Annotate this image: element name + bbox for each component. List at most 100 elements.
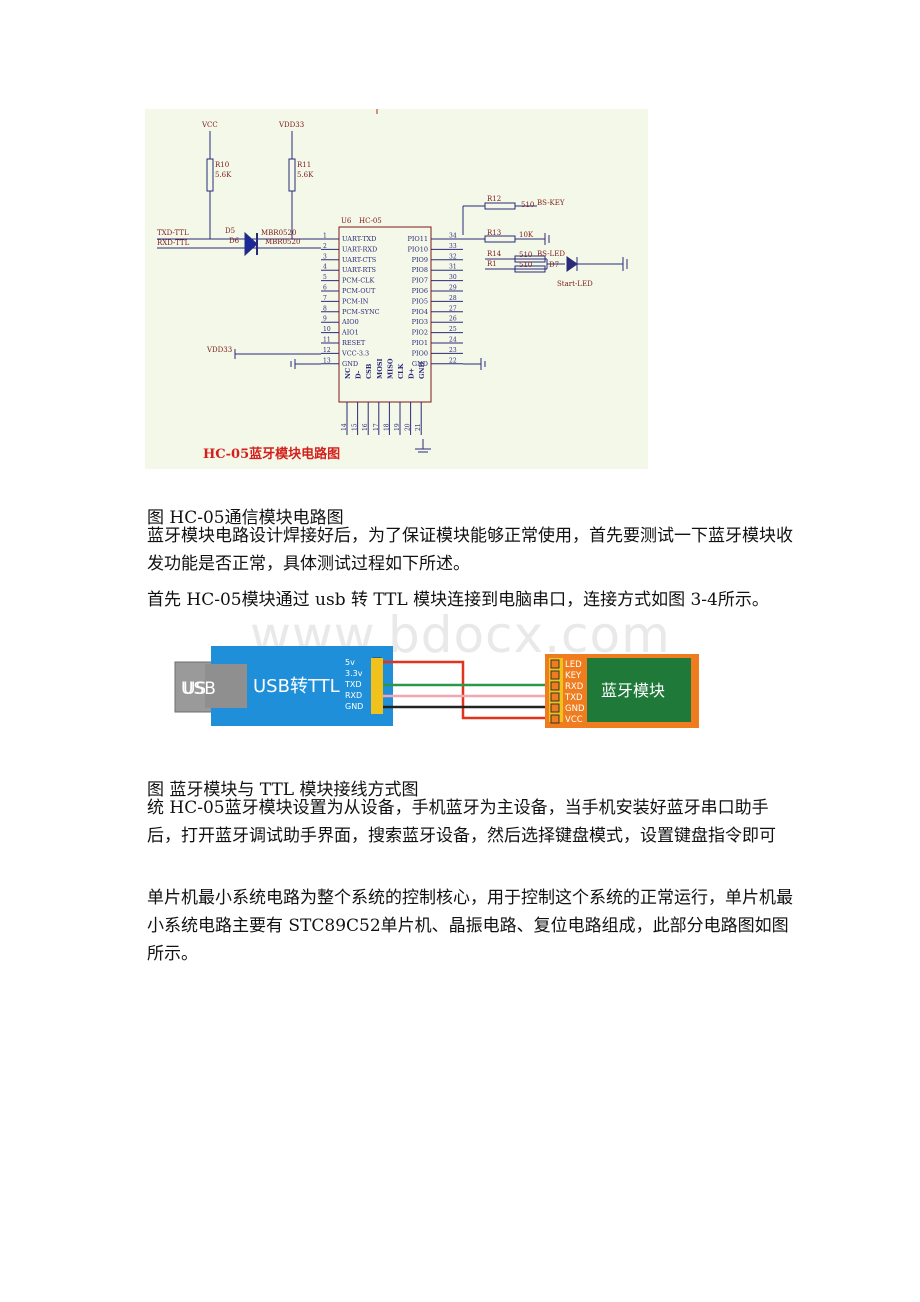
right-pin-number: 22: [449, 357, 457, 364]
bottom-pin-name: MOSI: [376, 358, 384, 379]
left-pin-name: UART-CTS: [342, 256, 376, 264]
right-pin-name: PIO7: [412, 277, 428, 285]
left-pin-number: 11: [323, 337, 331, 344]
bottom-pin-name: NC: [344, 368, 352, 379]
paragraph-4: 单片机最小系统电路为整个系统的控制核心，用于控制这个系统的正常运行，单片机最小系…: [147, 888, 793, 964]
left-pin-name: UART-TXD: [342, 235, 376, 243]
usb-plug-text: USB: [181, 679, 216, 699]
left-pin-number: 13: [323, 357, 331, 364]
r11-value: 5.6K: [297, 171, 314, 179]
bt-pin-pad: [550, 692, 560, 702]
left-pin-name: PCM-CLK: [342, 277, 374, 285]
txd-ttl-net: TXD-TTL: [157, 229, 189, 237]
vdd33-left-net: VDD33: [206, 346, 232, 354]
paragraph-3: 统 HC-05蓝牙模块设置为从设备，手机蓝牙为主设备，当手机安装好蓝牙串口助手后…: [147, 798, 776, 846]
bs-key-net: BS-KEY: [537, 199, 565, 207]
right-pin-name: PIO2: [412, 329, 428, 337]
right-pin-number: 24: [449, 337, 457, 344]
right-pin-name: GND: [412, 360, 428, 368]
bt-pin-pad: [550, 714, 560, 724]
rxd-ttl-net: RXD-TTL: [157, 239, 190, 247]
left-pin-number: 1: [323, 233, 327, 240]
u6-label: U6: [341, 217, 352, 225]
bt-pin-label: LED: [565, 660, 582, 670]
r12-label: R12: [487, 195, 501, 203]
usb-ttl-label: USB转TTL: [253, 676, 340, 697]
left-pin-name: RESET: [342, 339, 366, 347]
right-pin-name: PIO5: [412, 297, 428, 305]
bottom-pin-number: 20: [405, 423, 412, 431]
r1-value: 510: [519, 261, 532, 269]
left-pin-name: PCM-IN: [342, 297, 369, 305]
bottom-pin-name: D-: [355, 370, 363, 379]
bottom-pin-name: CSB: [365, 363, 373, 379]
right-pin-number: 27: [449, 305, 457, 312]
right-pin-name: PIO11: [407, 235, 428, 243]
ttl-pin-label: RXD: [345, 691, 362, 700]
paragraph-2: 首先 HC-05模块通过 usb 转 TTL 模块连接到电脑串口，连接方式如图 …: [147, 590, 769, 610]
right-pin-number: 25: [449, 326, 457, 333]
bt-pin-label: GND: [565, 704, 585, 714]
r13-value: 10K: [519, 231, 534, 239]
figure-caption-2: 图 蓝牙模块与 TTL 模块接线方式图: [147, 780, 419, 800]
bt-pin-label: KEY: [565, 671, 582, 681]
d6-label: D6: [229, 237, 240, 245]
right-pin-number: 34: [449, 233, 457, 240]
bottom-pin-number: 17: [373, 423, 380, 431]
figure-caption-1: 图 HC-05通信模块电路图: [147, 508, 344, 528]
left-pin-number: 8: [323, 305, 327, 312]
left-pin-name: UART-RTS: [342, 266, 376, 274]
bottom-pin-name: CLK: [397, 363, 405, 379]
left-pin-name: PCM-SYNC: [342, 308, 380, 316]
r1-label: R1: [487, 260, 497, 268]
r11-label: R11: [297, 161, 311, 169]
ic-right-pins: 34PIO1133PIO1032PIO931PIO830PIO729PIO628…: [407, 233, 463, 368]
right-pin-name: PIO9: [412, 256, 428, 264]
paragraph-1: 蓝牙模块电路设计焊接好后，为了保证模块能够正常使用，首先要测试一下蓝牙模块收发功…: [147, 526, 793, 574]
right-pin-number: 23: [449, 347, 457, 354]
left-pin-name: VCC-3.3: [341, 349, 369, 357]
start-led-label: Start-LED: [557, 280, 593, 288]
left-pin-number: 10: [323, 326, 331, 333]
left-pin-name: GND: [342, 360, 358, 368]
right-pin-name: PIO3: [412, 318, 428, 326]
bottom-pin-name: D+: [408, 368, 416, 379]
bottom-pin-number: 16: [362, 423, 369, 431]
bottom-pin-name: GND: [418, 362, 426, 379]
left-pin-number: 5: [323, 274, 327, 281]
schematic-title: HC-05蓝牙模块电路图: [203, 446, 340, 462]
left-pin-number: 7: [323, 295, 327, 302]
right-pin-name: PIO6: [412, 287, 428, 295]
mbr-label-2: MBR0520: [265, 238, 300, 246]
right-pin-name: PIO1: [412, 339, 428, 347]
bottom-pin-number: 18: [383, 423, 390, 431]
right-pin-number: 32: [449, 253, 457, 260]
r12-value: 510: [521, 201, 534, 209]
ttl-pin-label: GND: [345, 702, 363, 711]
left-pin-number: 6: [323, 285, 327, 292]
bt-pin-pad: [550, 659, 560, 669]
bt-pin-label: RXD: [565, 682, 584, 692]
left-pin-name: UART-RXD: [342, 245, 377, 253]
r13-label: R13: [487, 229, 501, 237]
ttl-pin-label: TXD: [344, 680, 362, 689]
d5-label: D5: [225, 227, 235, 235]
bottom-pin-number: 14: [341, 423, 348, 431]
bt-pin-pad: [550, 703, 560, 713]
right-pin-number: 30: [449, 274, 457, 281]
bottom-pin-number: 15: [352, 423, 359, 431]
net-vcc: VCC: [201, 121, 218, 129]
right-pin-number: 31: [449, 264, 457, 271]
bottom-pin-number: 21: [415, 423, 422, 431]
r14-value: 510: [519, 251, 532, 259]
right-pin-name: PIO0: [412, 349, 428, 357]
r14-label: R14: [487, 250, 502, 258]
left-pin-number: 9: [323, 316, 327, 323]
right-pin-name: PIO4: [412, 308, 428, 316]
hc05-label: HC-05: [359, 217, 382, 225]
bt-pin-label: VCC: [565, 715, 583, 725]
bt-pin-pad: [550, 670, 560, 680]
